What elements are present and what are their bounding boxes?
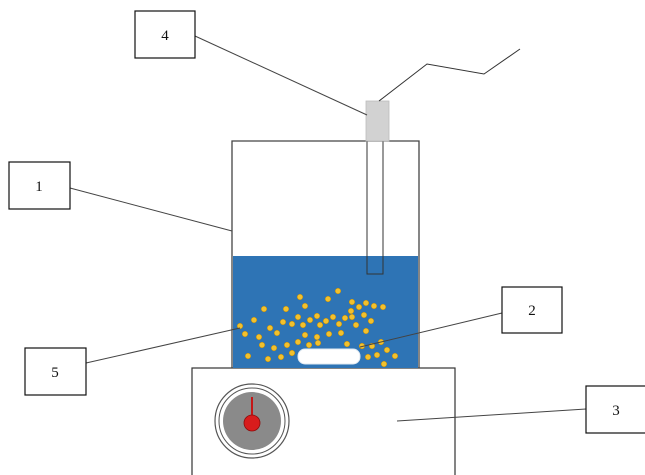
particle <box>380 360 388 368</box>
label-5: 5 <box>51 365 59 381</box>
particle <box>277 353 285 361</box>
particle <box>364 353 372 361</box>
particle <box>373 351 381 359</box>
particle <box>334 287 342 295</box>
stirrer-dial-knob <box>243 414 261 432</box>
particle <box>270 344 278 352</box>
particle <box>367 317 375 325</box>
leader-line-3 <box>396 408 587 422</box>
particle <box>301 331 309 339</box>
particle <box>279 318 287 326</box>
particle <box>324 295 332 303</box>
particle <box>337 329 345 337</box>
particle <box>341 314 349 322</box>
particle <box>294 338 302 346</box>
particle <box>360 311 368 319</box>
particle <box>343 340 351 348</box>
vessel-wall <box>231 140 420 368</box>
particle <box>379 303 387 311</box>
particle <box>244 352 252 360</box>
particle <box>391 352 399 360</box>
particle <box>325 330 333 338</box>
particle <box>294 313 302 321</box>
particle <box>335 320 343 328</box>
particle <box>250 316 258 324</box>
particle <box>255 333 263 341</box>
particle <box>314 339 322 347</box>
particle <box>347 307 355 315</box>
particle <box>348 298 356 306</box>
particle <box>322 317 330 325</box>
particle <box>266 324 274 332</box>
particle <box>296 293 304 301</box>
particle <box>301 302 309 310</box>
leader-line-5 <box>85 327 241 364</box>
particle <box>313 312 321 320</box>
label-4: 4 <box>161 28 169 44</box>
probe-head <box>365 100 390 142</box>
particle <box>362 327 370 335</box>
particle <box>313 333 321 341</box>
particle <box>329 313 337 321</box>
particles <box>236 287 399 368</box>
magnetic-stirrer <box>191 367 456 475</box>
particle <box>306 316 314 324</box>
particle <box>241 330 249 338</box>
particle <box>273 329 281 337</box>
particle <box>370 302 378 310</box>
particle <box>383 346 391 354</box>
particle <box>316 321 324 329</box>
stir-bar <box>297 348 361 365</box>
label-box-1: 1 <box>8 161 71 210</box>
label-2: 2 <box>528 303 536 319</box>
leader-line-1 <box>69 187 233 232</box>
particle <box>305 341 313 349</box>
label-3: 3 <box>612 403 620 419</box>
particle <box>348 313 356 321</box>
particle <box>258 341 266 349</box>
particle <box>282 305 290 313</box>
label-box-2: 2 <box>501 286 563 334</box>
particle <box>260 305 268 313</box>
label-1: 1 <box>35 179 43 195</box>
particle <box>236 322 244 330</box>
probe-cable <box>378 48 521 102</box>
probe <box>365 48 521 275</box>
label-box-4: 4 <box>134 10 196 59</box>
probe-rod <box>366 139 384 275</box>
particle <box>355 303 363 311</box>
particle <box>264 355 272 363</box>
label-box-5: 5 <box>24 347 87 396</box>
particle <box>288 320 296 328</box>
particle <box>283 341 291 349</box>
label-box-3: 3 <box>585 385 645 434</box>
leader-line-2 <box>359 312 503 348</box>
particle <box>352 321 360 329</box>
leader-line-4 <box>194 35 368 116</box>
particle <box>288 349 296 357</box>
particle <box>299 321 307 329</box>
leader-lines <box>69 35 587 422</box>
particle <box>362 299 370 307</box>
